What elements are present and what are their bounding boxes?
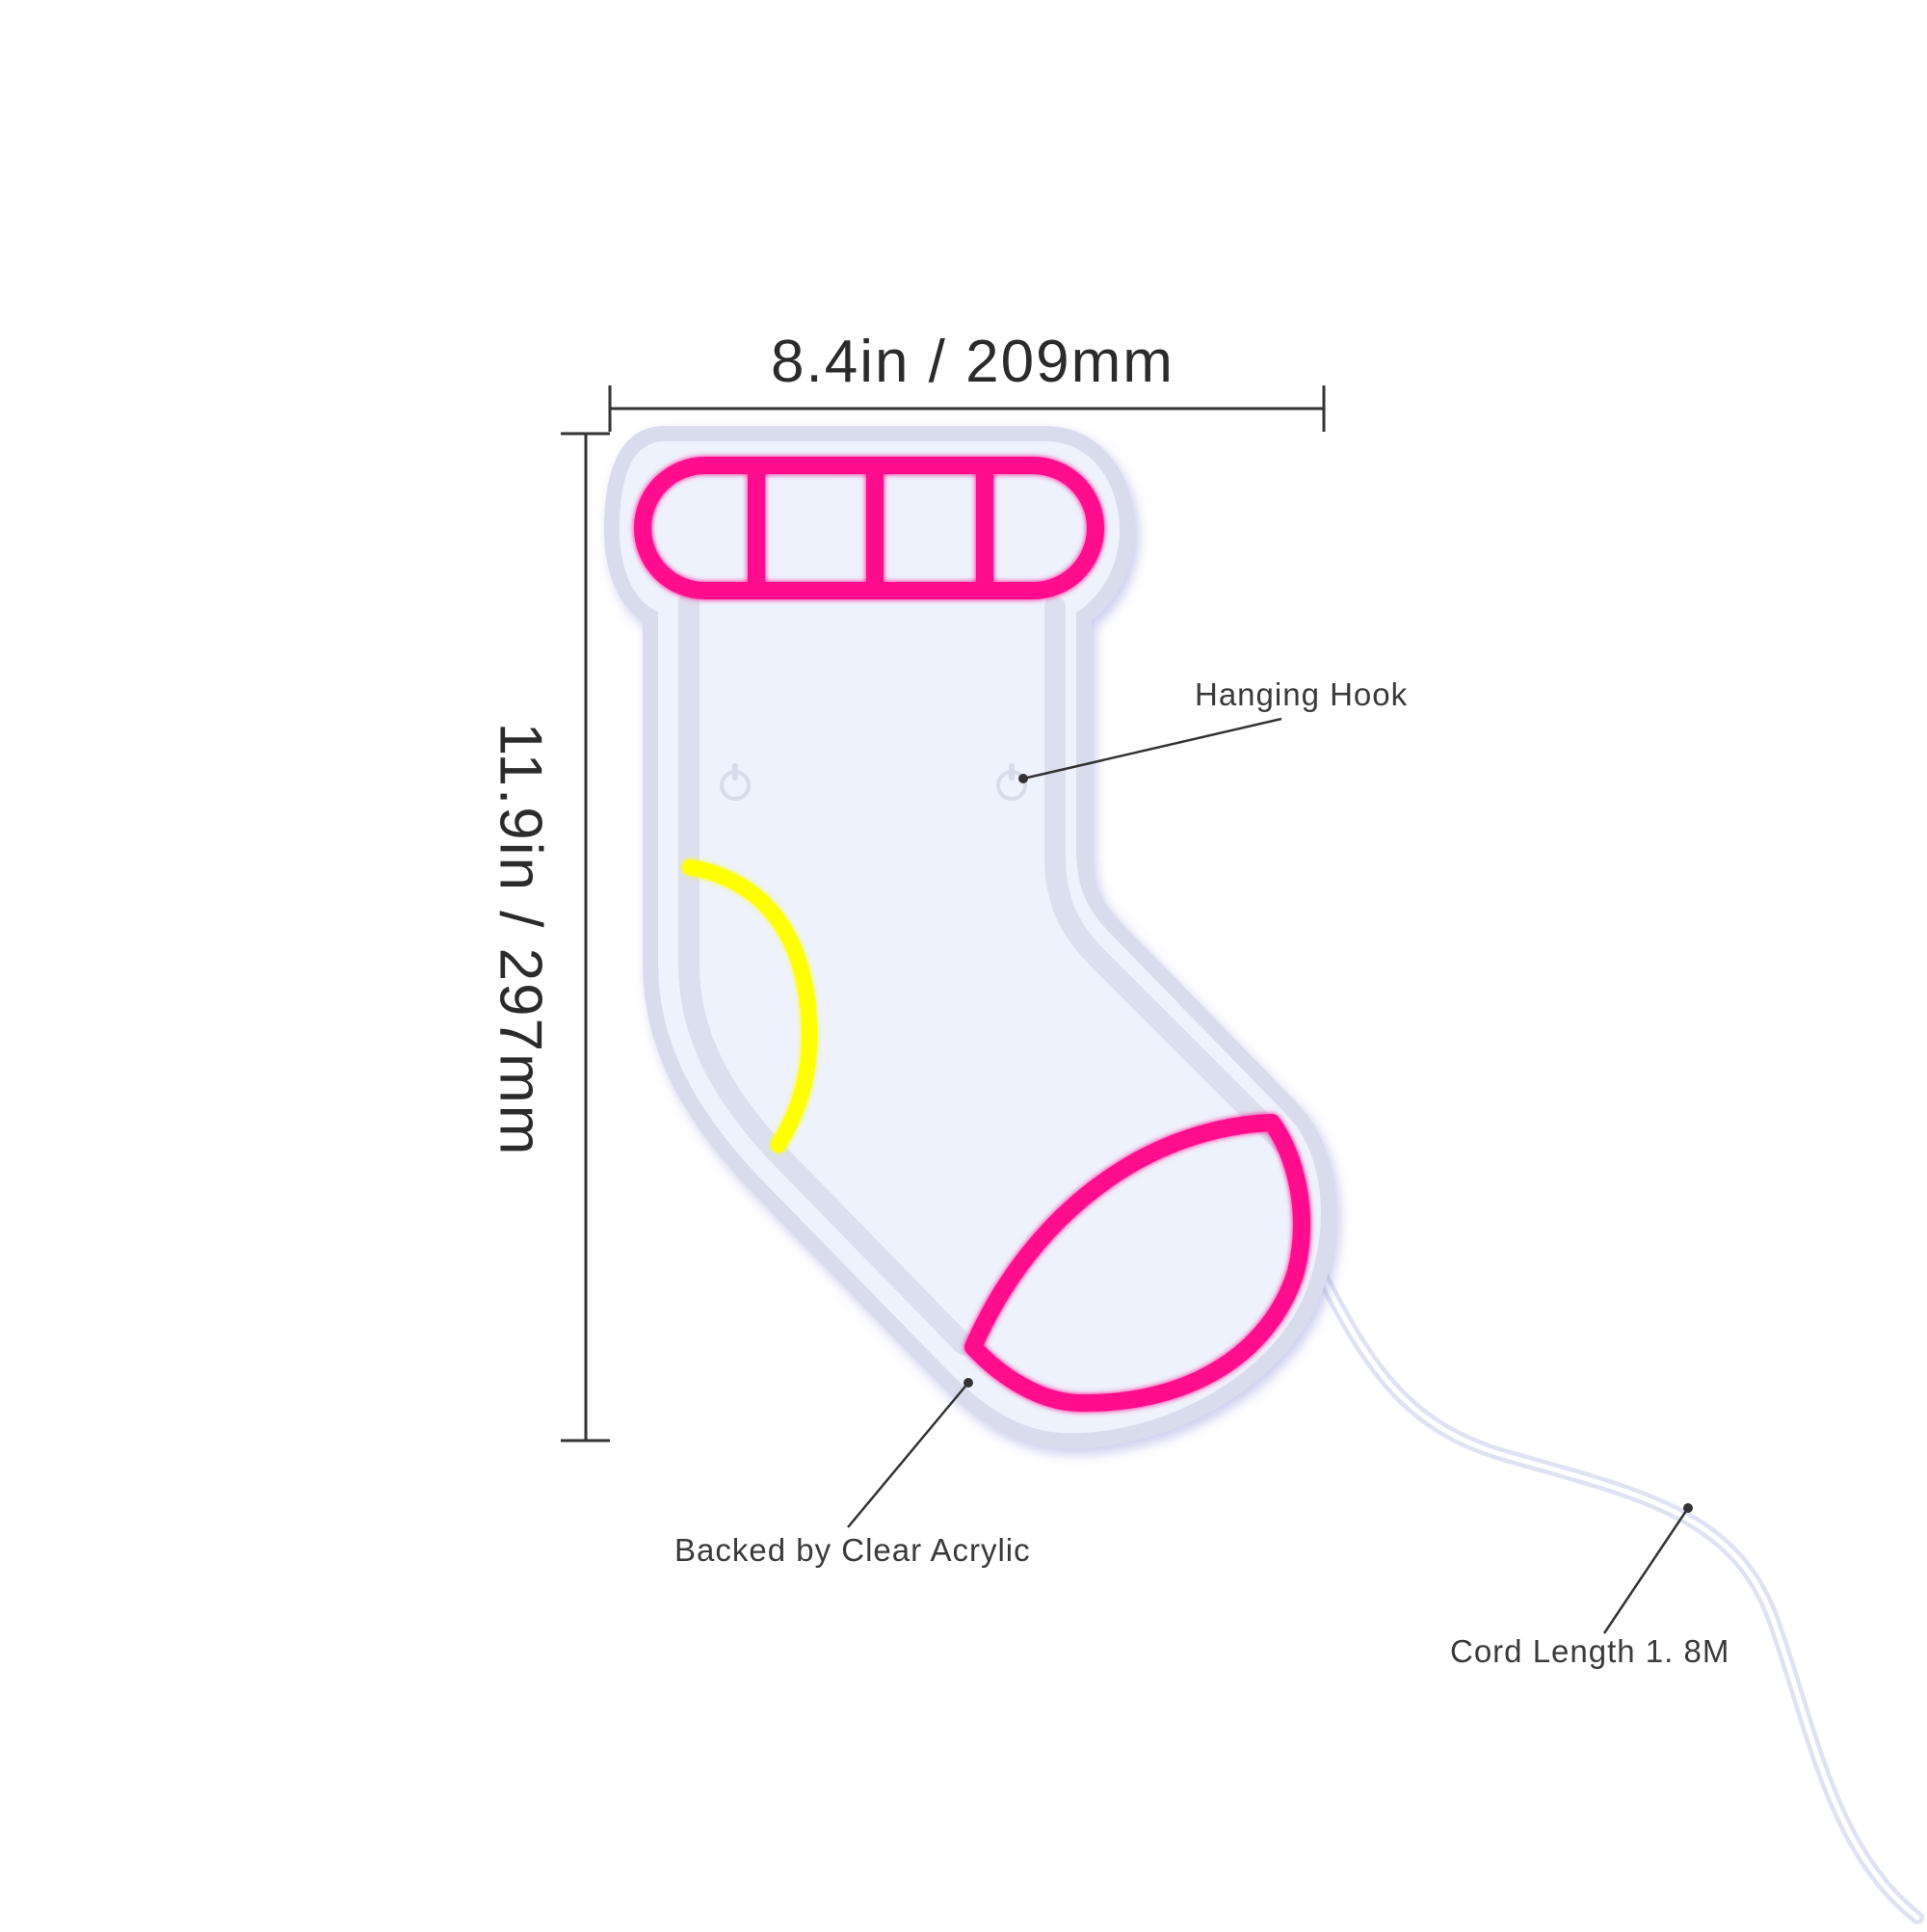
height-dimension-label: 11.9in / 297mm	[487, 722, 554, 1157]
neon-cuff	[634, 457, 1104, 599]
hanging-hook-left	[720, 763, 751, 801]
acrylic-backing	[603, 426, 1336, 1449]
height-dimension-line	[561, 432, 610, 1442]
neon-heel	[682, 860, 818, 1152]
backing-callout-leader	[847, 1378, 973, 1528]
width-dimension-label: 8.4in / 209mm	[771, 329, 1175, 395]
power-cord	[1308, 1256, 1924, 1924]
hook-callout-leader	[1018, 717, 1282, 783]
cord-callout-leader	[1602, 1503, 1693, 1634]
hanging-hook-label: Hanging Hook	[1195, 676, 1409, 712]
neon-toe	[964, 1114, 1310, 1413]
width-dimension-line	[608, 385, 1326, 432]
hanging-hook-right	[996, 763, 1027, 801]
backing-label: Backed by Clear Acrylic	[674, 1532, 1031, 1568]
cord-length-label: Cord Length 1. 8M	[1450, 1633, 1730, 1669]
